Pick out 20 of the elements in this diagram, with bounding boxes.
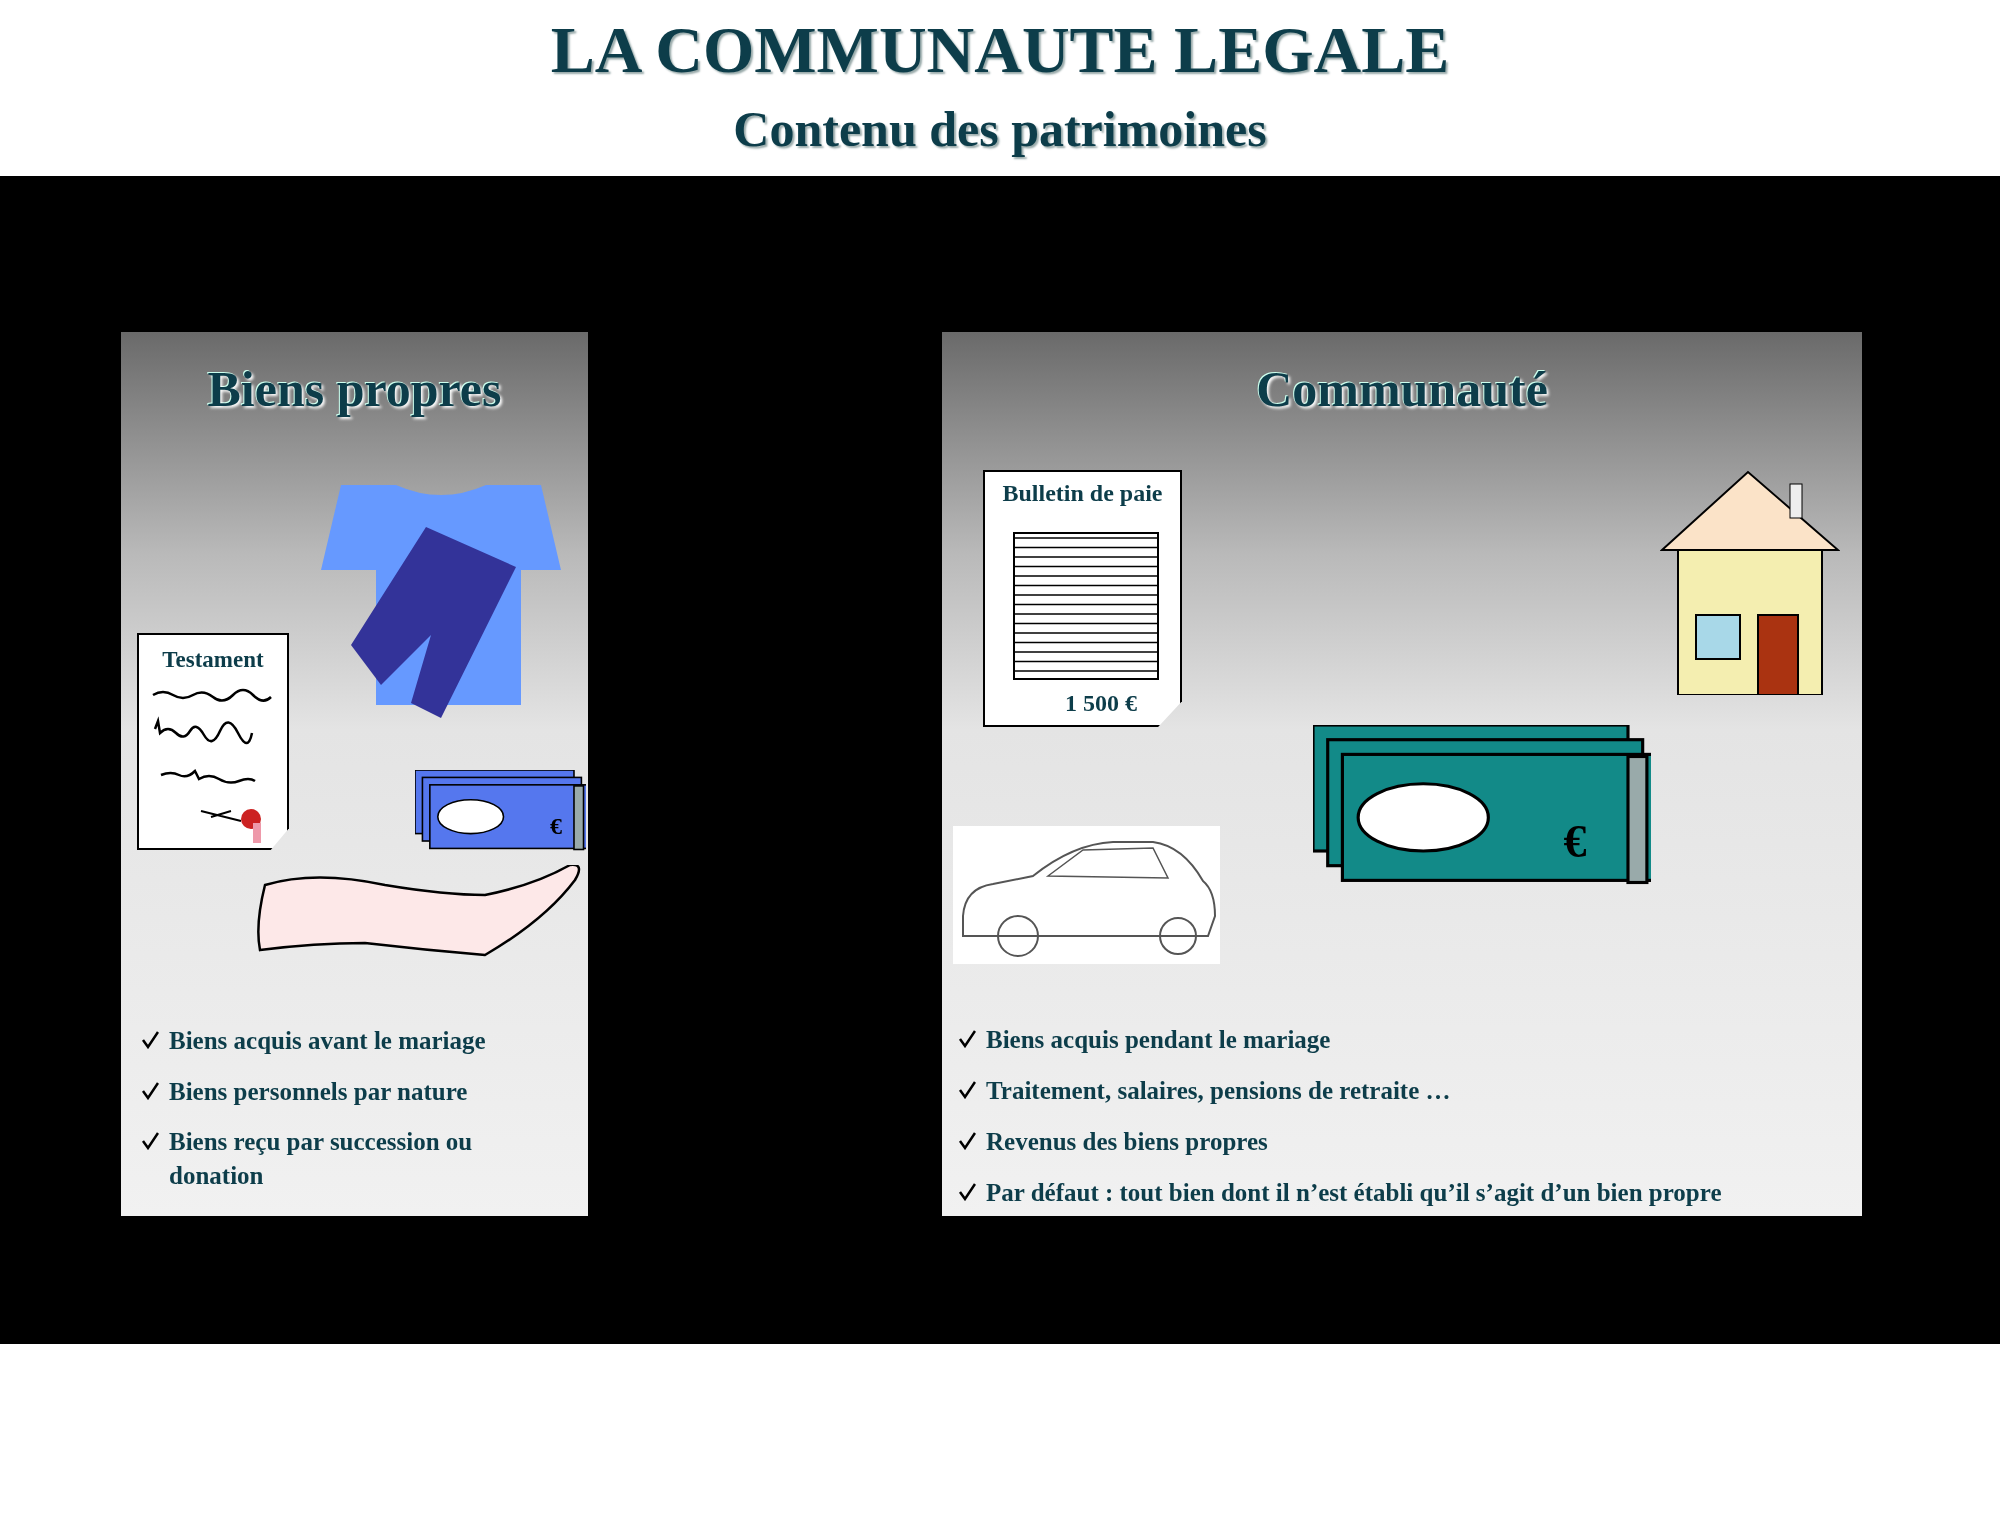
document-page — [983, 470, 1182, 727]
bullet-text: Biens reçu par succession ou donation — [169, 1127, 474, 1191]
panel — [121, 332, 588, 1216]
document-page — [137, 633, 289, 850]
slide-title: LA COMMUNAUTE LEGALE — [549, 12, 1451, 88]
bullet-text: Revenus des biens propres — [986, 1127, 1269, 1157]
bullet-text: Biens personnels par nature — [169, 1077, 469, 1107]
document-title: Testament — [161, 647, 265, 673]
document-title: Bulletin de paie — [1001, 480, 1164, 507]
currency-sign: € — [1562, 815, 1588, 868]
panel-heading: Biens propres — [206, 360, 503, 418]
amount-text: 1 500 € — [1065, 690, 1137, 717]
panel — [942, 332, 1862, 1216]
panel-heading: Communauté — [1255, 360, 1549, 418]
bullet-text: Traitement, salaires, pensions de retraite … — [986, 1076, 1452, 1106]
currency-sign: € — [549, 813, 563, 840]
bullet-text: Biens acquis pendant le mariage — [986, 1025, 1332, 1055]
bullet-text: Par défaut : tout bien dont il n’est établi qu’il s’agit d’un bien propre — [986, 1178, 1723, 1208]
slide-subtitle: Contenu des patrimoines — [732, 100, 1268, 158]
bullet-text: Biens acquis avant le mariage — [169, 1026, 487, 1056]
